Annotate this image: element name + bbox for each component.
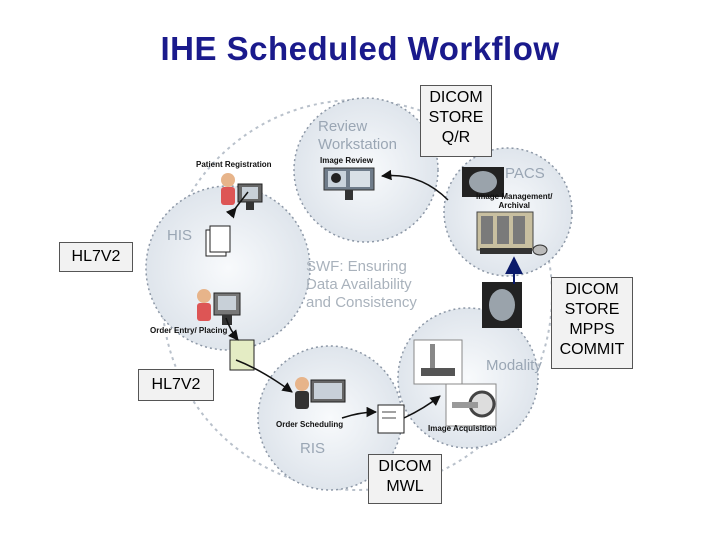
pacs-label: PACS (505, 165, 545, 182)
arrow-ris-to-mwl (341, 406, 378, 419)
image-review-caption: Image Review (320, 156, 373, 165)
dicom-mwl-box: DICOM MWL (368, 454, 442, 504)
ct-scanner-icon (445, 383, 497, 427)
image-management-caption: Image Management/ Archival (476, 192, 553, 210)
hl7v2-top-box: HL7V2 (59, 242, 133, 272)
workstation-icon (323, 167, 375, 200)
arrow-order-to-ris (235, 359, 293, 393)
xray-image-icon (462, 167, 504, 197)
swf-center-label: SWF: Ensuring Data Availability and Cons… (306, 258, 417, 311)
document-icon (205, 225, 231, 257)
xray-machine-icon (413, 339, 463, 385)
xray-film-icon (482, 282, 522, 328)
patient-registration-caption: Patient Registration (196, 160, 272, 169)
mwl-document-icon (377, 404, 405, 434)
page-title: IHE Scheduled Workflow (160, 30, 560, 67)
arrow-registration-to-his (225, 191, 249, 219)
ris-label: RIS (300, 440, 326, 457)
arrow-pacs-to-review (380, 169, 449, 201)
arrow-mwl-to-modality (403, 395, 441, 419)
image-acquisition-caption: Image Acquisition (428, 424, 497, 433)
order-scheduling-caption: Order Scheduling (276, 420, 344, 429)
modality-label: Modality (486, 357, 542, 374)
arrow-order-to-document (225, 317, 239, 341)
his-label: HIS (167, 227, 193, 244)
order-document-icon (229, 339, 255, 371)
pacs-server-icon (476, 211, 548, 256)
order-entry-caption: Order Entry/ Placing (150, 326, 228, 335)
order-scheduling-icon (295, 377, 346, 409)
review-workstation-label: Review Workstation (318, 118, 397, 153)
hl7v2-bottom-box: HL7V2 (138, 369, 214, 401)
dicom-store-qr-box: DICOM STORE Q/R (420, 85, 492, 157)
dicom-store-mpps-box: DICOM STORE MPPS COMMIT (551, 277, 633, 369)
